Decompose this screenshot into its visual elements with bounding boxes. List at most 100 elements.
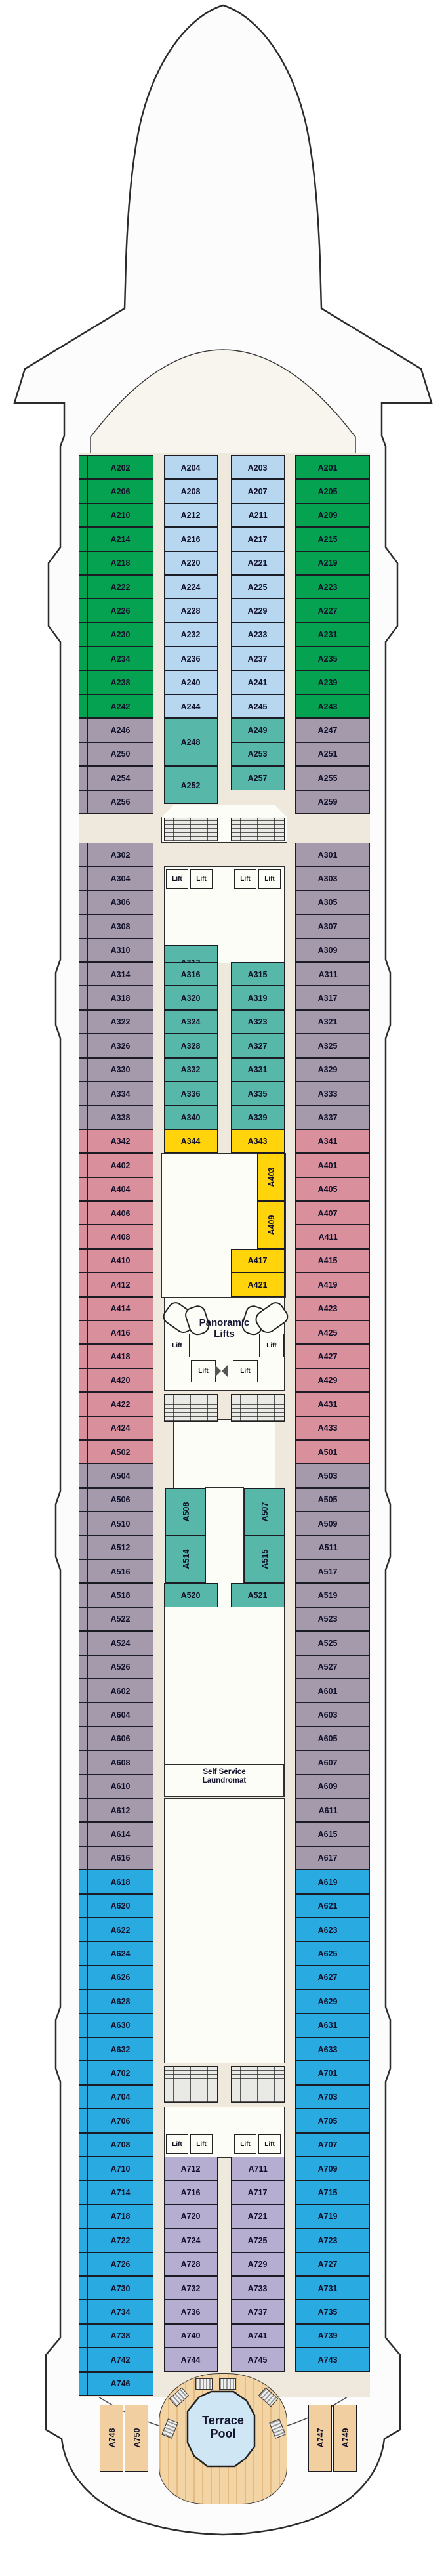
cabin-A257: A257 xyxy=(231,766,285,790)
cabin-A731: A731 xyxy=(295,2276,370,2300)
cabin-A304: A304 xyxy=(79,866,153,891)
cabin-A610: A610 xyxy=(79,1774,153,1799)
cabin-A745: A745 xyxy=(231,2348,285,2372)
cabin-A248: A248 xyxy=(164,718,218,767)
cabin-A228: A228 xyxy=(164,599,218,623)
cabin-A403: A403 xyxy=(257,1153,285,1201)
cabin-A631: A631 xyxy=(295,2013,370,2038)
cabin-A605: A605 xyxy=(295,1726,370,1751)
cabin-A746: A746 xyxy=(79,2371,153,2396)
cabin-A519: A519 xyxy=(295,1583,370,1608)
cabin-A233: A233 xyxy=(231,622,285,647)
cabin-A720: A720 xyxy=(164,2204,218,2229)
cabin-A336: A336 xyxy=(164,1082,218,1106)
laundromat-label-line1: Self Service xyxy=(203,1768,246,1776)
cabin-A609: A609 xyxy=(295,1774,370,1799)
cabin-A525: A525 xyxy=(295,1631,370,1655)
terrace-pool-label-line1: Terrace xyxy=(202,2414,244,2427)
cabin-A504: A504 xyxy=(79,1464,153,1489)
cabin-A219: A219 xyxy=(295,551,370,576)
cabin-A701: A701 xyxy=(295,2061,370,2086)
stairs-aft-left xyxy=(164,2066,218,2103)
cabin-A326: A326 xyxy=(79,1034,153,1058)
panoramic-lifts-label: Panoramic Lifts xyxy=(164,1317,285,1340)
cabin-A505: A505 xyxy=(295,1487,370,1512)
cabin-A318: A318 xyxy=(79,986,153,1011)
cabin-A708: A708 xyxy=(79,2132,153,2157)
cabin-A306: A306 xyxy=(79,890,153,915)
cabin-A317: A317 xyxy=(295,986,370,1011)
cabin-A254: A254 xyxy=(79,766,153,790)
cabin-A527: A527 xyxy=(295,1655,370,1679)
cabin-A251: A251 xyxy=(295,742,370,767)
cabin-A302: A302 xyxy=(79,843,153,867)
cabin-A508: A508 xyxy=(165,1487,206,1536)
cabin-A738: A738 xyxy=(79,2323,153,2348)
cabin-A749: A749 xyxy=(333,2405,357,2472)
cabin-A506: A506 xyxy=(79,1487,153,1512)
cabin-A617: A617 xyxy=(295,1846,370,1870)
cabin-A214: A214 xyxy=(79,527,153,551)
cabin-A227: A227 xyxy=(295,599,370,623)
stairs-forward-left xyxy=(164,818,218,841)
cabin-A416: A416 xyxy=(79,1320,153,1345)
cabin-A627: A627 xyxy=(295,1965,370,1990)
cabin-A621: A621 xyxy=(295,1893,370,1918)
cabin-A727: A727 xyxy=(295,2252,370,2277)
lift-box: Lift xyxy=(258,869,281,889)
cabin-A740: A740 xyxy=(164,2323,218,2348)
cabin-A747: A747 xyxy=(308,2405,332,2472)
cabin-A309: A309 xyxy=(295,938,370,963)
cabin-A236: A236 xyxy=(164,646,218,671)
cabin-A337: A337 xyxy=(295,1105,370,1130)
laundromat-label: Self Service Laundromat xyxy=(164,1768,285,1785)
cabin-A341: A341 xyxy=(295,1129,370,1154)
cabin-A408: A408 xyxy=(79,1225,153,1250)
stairs-forward-right xyxy=(231,818,285,841)
cabin-A736: A736 xyxy=(164,2300,218,2324)
cabin-A710: A710 xyxy=(79,2157,153,2181)
cabin-A231: A231 xyxy=(295,622,370,647)
cabin-A332: A332 xyxy=(164,1057,218,1082)
cabin-A518: A518 xyxy=(79,1583,153,1608)
cabin-A730: A730 xyxy=(79,2276,153,2300)
cabin-A335: A335 xyxy=(231,1082,285,1106)
cabin-A238: A238 xyxy=(79,670,153,695)
cabin-A405: A405 xyxy=(295,1177,370,1202)
cabin-A216: A216 xyxy=(164,527,218,551)
cabin-A431: A431 xyxy=(295,1392,370,1416)
cabin-A340: A340 xyxy=(164,1105,218,1130)
cabin-A717: A717 xyxy=(231,2180,285,2205)
cabin-A401: A401 xyxy=(295,1153,370,1177)
cabin-A630: A630 xyxy=(79,2013,153,2038)
cabin-A406: A406 xyxy=(79,1201,153,1225)
cabin-A320: A320 xyxy=(164,986,218,1010)
cabin-A407: A407 xyxy=(295,1201,370,1225)
cabin-A606: A606 xyxy=(79,1726,153,1751)
cabin-A301: A301 xyxy=(295,843,370,867)
cabin-A402: A402 xyxy=(79,1153,153,1177)
cabin-A205: A205 xyxy=(295,479,370,504)
cabin-A330: A330 xyxy=(79,1057,153,1082)
cabin-A714: A714 xyxy=(79,2180,153,2205)
cabin-A744: A744 xyxy=(164,2348,218,2372)
lift-box: Lift xyxy=(234,2134,256,2154)
cabin-A706: A706 xyxy=(79,2109,153,2133)
lift-box: Lift xyxy=(190,2134,213,2154)
cabin-A618: A618 xyxy=(79,1870,153,1894)
cabin-A329: A329 xyxy=(295,1057,370,1082)
cabin-A244: A244 xyxy=(164,694,218,719)
cabin-A517: A517 xyxy=(295,1559,370,1584)
cabin-A316: A316 xyxy=(164,962,218,986)
cabin-A702: A702 xyxy=(79,2061,153,2086)
cabin-A242: A242 xyxy=(79,694,153,719)
cabin-A253: A253 xyxy=(231,742,285,767)
aft-open-area xyxy=(164,1798,285,2063)
cabin-A411: A411 xyxy=(295,1225,370,1250)
cabin-A250: A250 xyxy=(79,742,153,767)
cabin-A743: A743 xyxy=(295,2348,370,2372)
cabin-A256: A256 xyxy=(79,790,153,814)
cabin-A220: A220 xyxy=(164,551,218,575)
cabin-A305: A305 xyxy=(295,890,370,915)
cabin-A303: A303 xyxy=(295,866,370,891)
